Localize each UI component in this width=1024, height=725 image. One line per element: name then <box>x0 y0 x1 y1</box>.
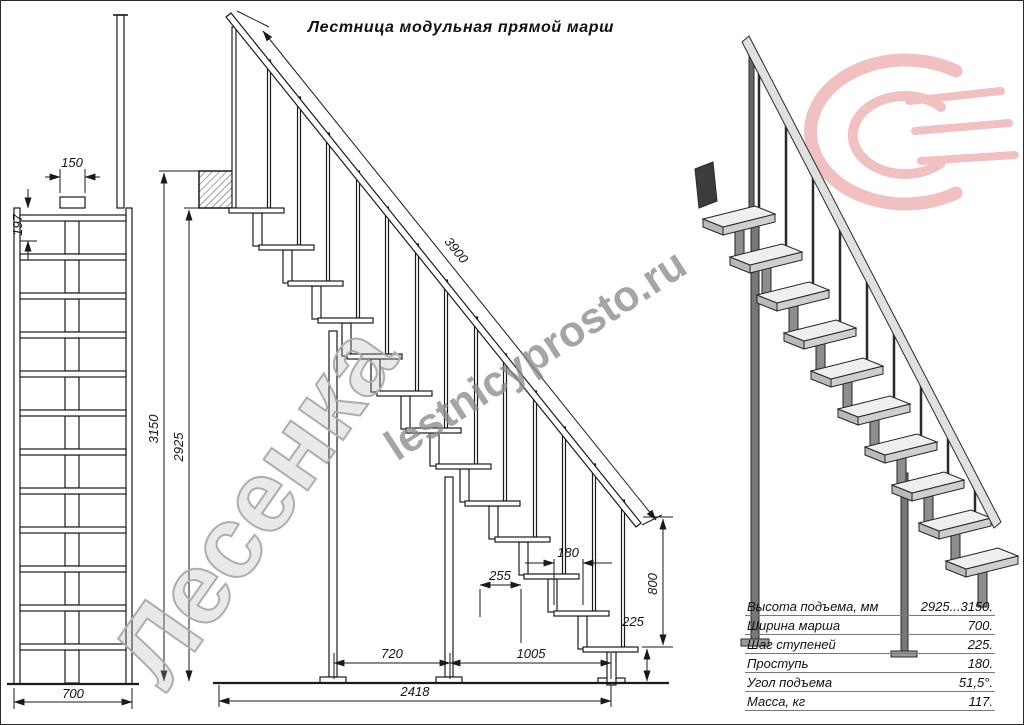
stair-step <box>464 500 521 540</box>
spec-label: Ширина марша <box>747 618 841 633</box>
stair-step <box>405 427 462 467</box>
spec-row-step: Шаг ступеней 225. <box>745 635 995 654</box>
spec-label: Высота подъема, мм <box>747 599 879 614</box>
spec-row-height: Высота подъема, мм 2925...3150. <box>745 597 995 616</box>
dim-span1-label: 720 <box>381 646 403 661</box>
stair-step <box>258 244 315 284</box>
side-view <box>198 12 669 686</box>
wall-bracket <box>694 161 718 209</box>
dim-flight-width-label: 700 <box>62 686 84 701</box>
spec-row-width: Ширина марша 700. <box>745 616 995 635</box>
support-column-front <box>750 220 760 642</box>
dim-tread-depth-label: 180 <box>557 545 579 560</box>
spec-row-tread: Проступь 180. <box>745 654 995 673</box>
spec-value: 2925...3150. <box>920 599 993 614</box>
front-view-dimensions <box>13 169 133 709</box>
spec-table: Высота подъема, мм 2925...3150. Ширина м… <box>745 597 995 711</box>
dim-rail-length-label: 3900 <box>442 234 472 267</box>
spec-value: 225. <box>967 637 993 652</box>
dim-post-width-label: 150 <box>61 155 83 170</box>
front-view <box>7 14 139 686</box>
dim-rise-height-label: 2925 <box>171 432 186 463</box>
drawing-title: Лестница модульная прямой марш <box>308 19 614 36</box>
dim-total-height-label: 3150 <box>146 414 161 444</box>
spec-value: 700. <box>967 618 993 633</box>
dim-span2-label: 1005 <box>517 646 547 661</box>
spec-value: 180. <box>967 656 993 671</box>
stair-step <box>346 353 403 393</box>
stair-step <box>228 207 285 247</box>
dim-first-module-label: 197 <box>10 213 25 235</box>
dim-total-run-label: 2418 <box>400 684 431 699</box>
spec-row-angle: Угол подъема 51,5°. <box>745 673 995 692</box>
spec-value: 51,5°. <box>958 675 993 690</box>
side-view-dimensions <box>159 10 673 707</box>
brand-logo-watermark <box>804 53 1019 211</box>
spec-label: Угол подъема <box>747 675 833 690</box>
dim-rail-end-height-label: 800 <box>645 572 660 594</box>
spec-label: Шаг ступеней <box>747 637 836 652</box>
spec-value: 117. <box>968 694 993 709</box>
spec-row-mass: Масса, кг 117. <box>745 692 995 711</box>
spec-label: Масса, кг <box>747 694 806 709</box>
stair-step <box>523 573 580 613</box>
dim-module-step-label: 255 <box>488 568 511 583</box>
stair-step <box>317 317 374 357</box>
stair-step <box>435 463 492 503</box>
spec-label: Проступь <box>747 656 809 671</box>
dim-last-rise-label: 225 <box>621 614 644 629</box>
iso-view <box>694 35 1019 658</box>
stair-step <box>376 390 433 430</box>
rail-post <box>748 45 755 222</box>
stair-step <box>553 610 610 650</box>
handrail-3d <box>741 35 1002 529</box>
stair-step <box>287 280 344 320</box>
